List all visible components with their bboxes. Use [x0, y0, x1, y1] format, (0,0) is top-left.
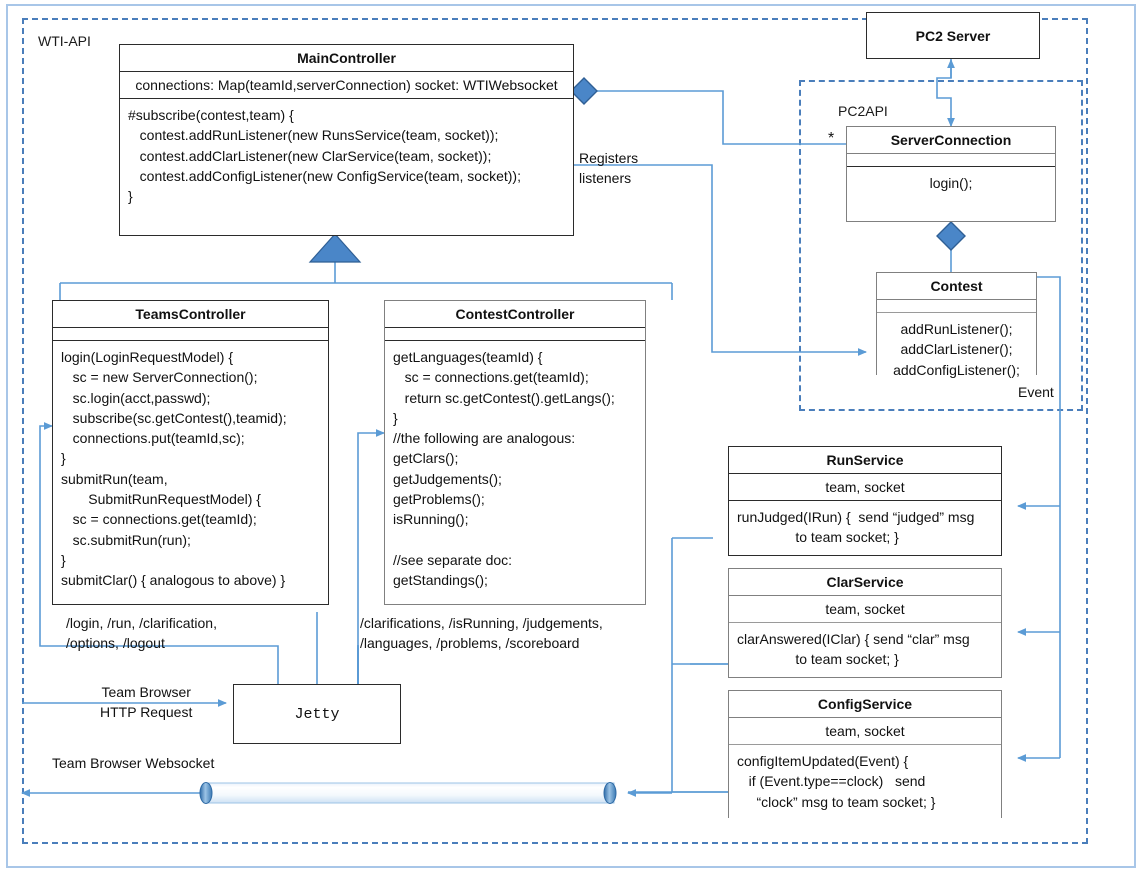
class-run-service[interactable]: RunService team, socket runJudged(IRun) …: [728, 446, 1002, 556]
class-title-teams-controller: TeamsController: [53, 301, 328, 328]
class-contest[interactable]: Contest addRunListener(); addClarListene…: [876, 272, 1037, 386]
label-contest-routes: /clarifications, /isRunning, /judgements…: [360, 615, 603, 652]
box-pc2-server[interactable]: PC2 Server: [866, 12, 1040, 59]
class-title-clar-service: ClarService: [729, 569, 1001, 596]
class-operations-clar-service: clarAnswered(IClar) { send “clar” msg to…: [729, 623, 1001, 677]
class-attributes-contest: [877, 300, 1036, 313]
class-operations-config-service: configItemUpdated(Event) { if (Event.typ…: [729, 745, 1001, 818]
label-registers-listeners: Registers listeners: [579, 150, 639, 187]
class-title-main-controller: MainController: [120, 45, 573, 72]
class-attributes-main-controller: connections: Map(teamId,serverConnection…: [120, 72, 573, 99]
class-config-service[interactable]: ConfigService team, socket configItemUpd…: [728, 690, 1002, 818]
class-title-contest: Contest: [877, 273, 1036, 300]
label-team-browser-websocket: Team Browser Websocket: [52, 755, 215, 771]
class-attributes-clar-service: team, socket: [729, 596, 1001, 623]
class-teams-controller[interactable]: TeamsController login(LoginRequestModel)…: [52, 300, 329, 605]
class-attributes-contest-controller: [385, 328, 645, 341]
box-pc2-server-label: PC2 Server: [915, 27, 991, 44]
class-attributes-teams-controller: [53, 328, 328, 341]
class-operations-run-service: runJudged(IRun) { send “judged” msg to t…: [729, 501, 1001, 555]
class-title-contest-controller: ContestController: [385, 301, 645, 328]
class-operations-server-connection: login();: [847, 167, 1055, 221]
package-pc2api-label: PC2API: [838, 103, 888, 119]
class-operations-teams-controller: login(LoginRequestModel) { sc = new Serv…: [53, 341, 328, 604]
class-attributes-config-service: team, socket: [729, 718, 1001, 745]
label-event: Event: [1018, 384, 1054, 400]
label-teams-routes: /login, /run, /clarification, /options, …: [66, 615, 217, 652]
class-operations-contest-controller: getLanguages(teamId) { sc = connections.…: [385, 341, 645, 604]
label-multiplicity-star: *: [828, 130, 835, 147]
class-server-connection[interactable]: ServerConnection login();: [846, 126, 1056, 222]
class-title-run-service: RunService: [729, 447, 1001, 474]
class-title-config-service: ConfigService: [729, 691, 1001, 718]
label-team-browser-http: Team Browser HTTP Request: [100, 684, 193, 721]
package-wti-api-label: WTI-API: [38, 33, 91, 49]
class-title-server-connection: ServerConnection: [847, 127, 1055, 154]
class-main-controller[interactable]: MainController connections: Map(teamId,s…: [119, 44, 574, 236]
class-attributes-server-connection: [847, 154, 1055, 167]
page-frame: [6, 4, 1136, 868]
class-attributes-run-service: team, socket: [729, 474, 1001, 501]
class-operations-main-controller: #subscribe(contest,team) { contest.addRu…: [120, 99, 573, 235]
package-wti-api: [22, 18, 1088, 844]
box-jetty-label: Jetty: [294, 705, 340, 723]
box-jetty[interactable]: Jetty: [233, 684, 401, 744]
class-clar-service[interactable]: ClarService team, socket clarAnswered(IC…: [728, 568, 1002, 678]
class-contest-controller[interactable]: ContestController getLanguages(teamId) {…: [384, 300, 646, 605]
class-operations-contest: addRunListener(); addClarListener(); add…: [877, 313, 1036, 386]
